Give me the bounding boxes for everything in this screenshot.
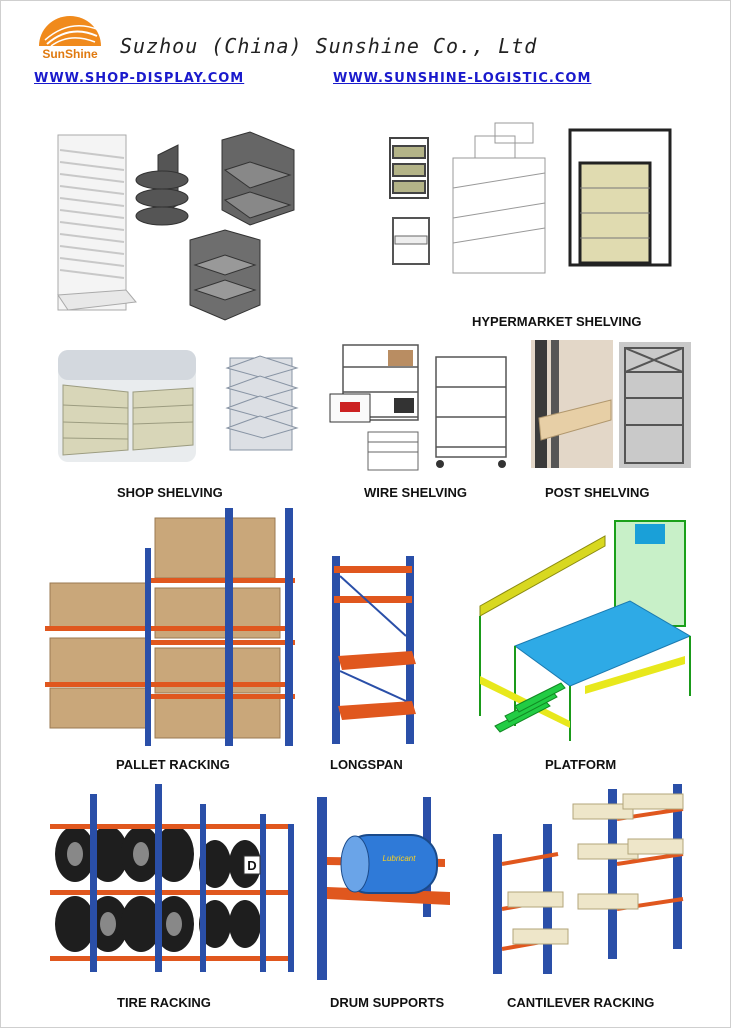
cantilever-racking-image — [488, 784, 688, 979]
wire-shelving-image — [328, 342, 513, 472]
company-name: Suzhou (China) Sunshine Co., Ltd — [120, 34, 538, 58]
tire-rack-sign: D — [247, 858, 256, 873]
caption-drum-supports: DRUM SUPPORTS — [330, 995, 445, 1010]
shop-display-shelves-image — [50, 130, 310, 325]
shop-shelving-photo — [58, 350, 196, 462]
sunshine-logistic-link[interactable]: WWW.SUNSHINE-LOGISTIC.COM — [333, 71, 592, 86]
logo-text: SunShine — [42, 47, 98, 61]
longspan-rack-image — [330, 546, 420, 746]
pallet-racking-image — [45, 508, 300, 748]
caption-post-shelving: POST SHELVING — [545, 485, 650, 500]
shop-gondola-image — [225, 348, 300, 453]
platform-mezzanine-image — [475, 516, 700, 746]
post-shelving-image — [531, 340, 693, 470]
caption-shop-shelving: SHOP SHELVING — [117, 485, 223, 500]
drum-brand-label: Lubricant — [383, 854, 417, 863]
caption-platform: PLATFORM — [545, 757, 617, 772]
caption-longspan: LONGSPAN — [330, 757, 403, 772]
caption-hypermarket-shelving: HYPERMARKET SHELVING — [472, 314, 642, 329]
sunshine-logo: SunShine — [37, 14, 103, 64]
caption-wire-shelving: WIRE SHELVING — [364, 485, 468, 500]
hypermarket-shelving-image — [385, 118, 685, 278]
shop-display-link[interactable]: WWW.SHOP-DISPLAY.COM — [34, 71, 245, 86]
caption-tire-racking: TIRE RACKING — [117, 995, 211, 1010]
caption-cantilever-racking: CANTILEVER RACKING — [507, 995, 655, 1010]
tire-racking-image: D — [50, 784, 295, 974]
caption-pallet-racking: PALLET RACKING — [116, 757, 230, 772]
drum-supports-image: Lubricant — [315, 797, 455, 982]
